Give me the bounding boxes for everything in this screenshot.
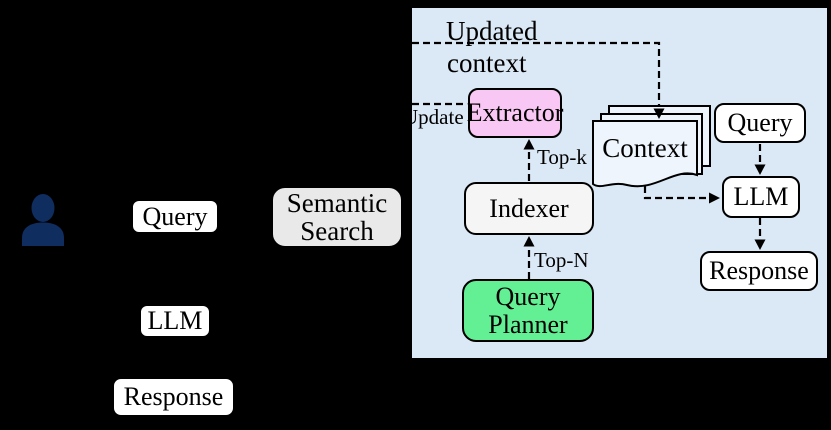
semantic-search-box: Semantic Search [272, 187, 402, 247]
user-response-box: Response [112, 377, 235, 417]
extractor-label: Extractor [466, 98, 564, 128]
arrowhead-top-n [523, 236, 535, 247]
updated-context-arrow-line [412, 41, 661, 107]
update-label: Update [403, 105, 464, 129]
panel-query-box: Query [714, 103, 806, 143]
arrowhead-query-to-llm [754, 164, 766, 175]
top-k-label: Top-k [537, 145, 587, 169]
updated-context-label-line2: context [447, 48, 527, 78]
panel-query-label: Query [727, 108, 793, 138]
extractor-box: Extractor [466, 88, 564, 138]
indexer-label: Indexer [489, 193, 569, 223]
context-to-llm-arrow-line [643, 186, 708, 200]
user-response-label: Response [123, 382, 224, 412]
semantic-search-label-line2: Search [300, 216, 374, 246]
arrowhead-top-k [523, 139, 535, 150]
panel-response-label: Response [709, 256, 809, 286]
query-planner-label-line2: Planner [488, 309, 568, 339]
updated-context-label-line1: Updated [446, 16, 538, 46]
semantic-search-label-line1: Semantic [286, 187, 388, 218]
person-icon [21, 194, 65, 246]
top-n-label: Top-N [534, 248, 589, 272]
panel-llm-label: LLM [733, 182, 789, 212]
panel-llm-box: LLM [722, 176, 800, 218]
user-llm-label: LLM [147, 306, 203, 336]
user-query-label: Query [142, 201, 208, 231]
indexer-box: Indexer [464, 182, 594, 235]
query-planner-label-line1: Query [495, 282, 561, 312]
user-llm-box: LLM [139, 304, 211, 338]
arrowhead-into-context [653, 108, 665, 119]
panel-response-box: Response [700, 251, 818, 291]
context-stack [592, 105, 711, 188]
context-label: Context [602, 133, 688, 163]
query-planner-box: Query Planner [462, 279, 594, 342]
user-query-box: Query [131, 199, 219, 234]
arrowhead-llm-to-response [754, 239, 766, 250]
arrowhead-context-to-llm [709, 192, 720, 204]
